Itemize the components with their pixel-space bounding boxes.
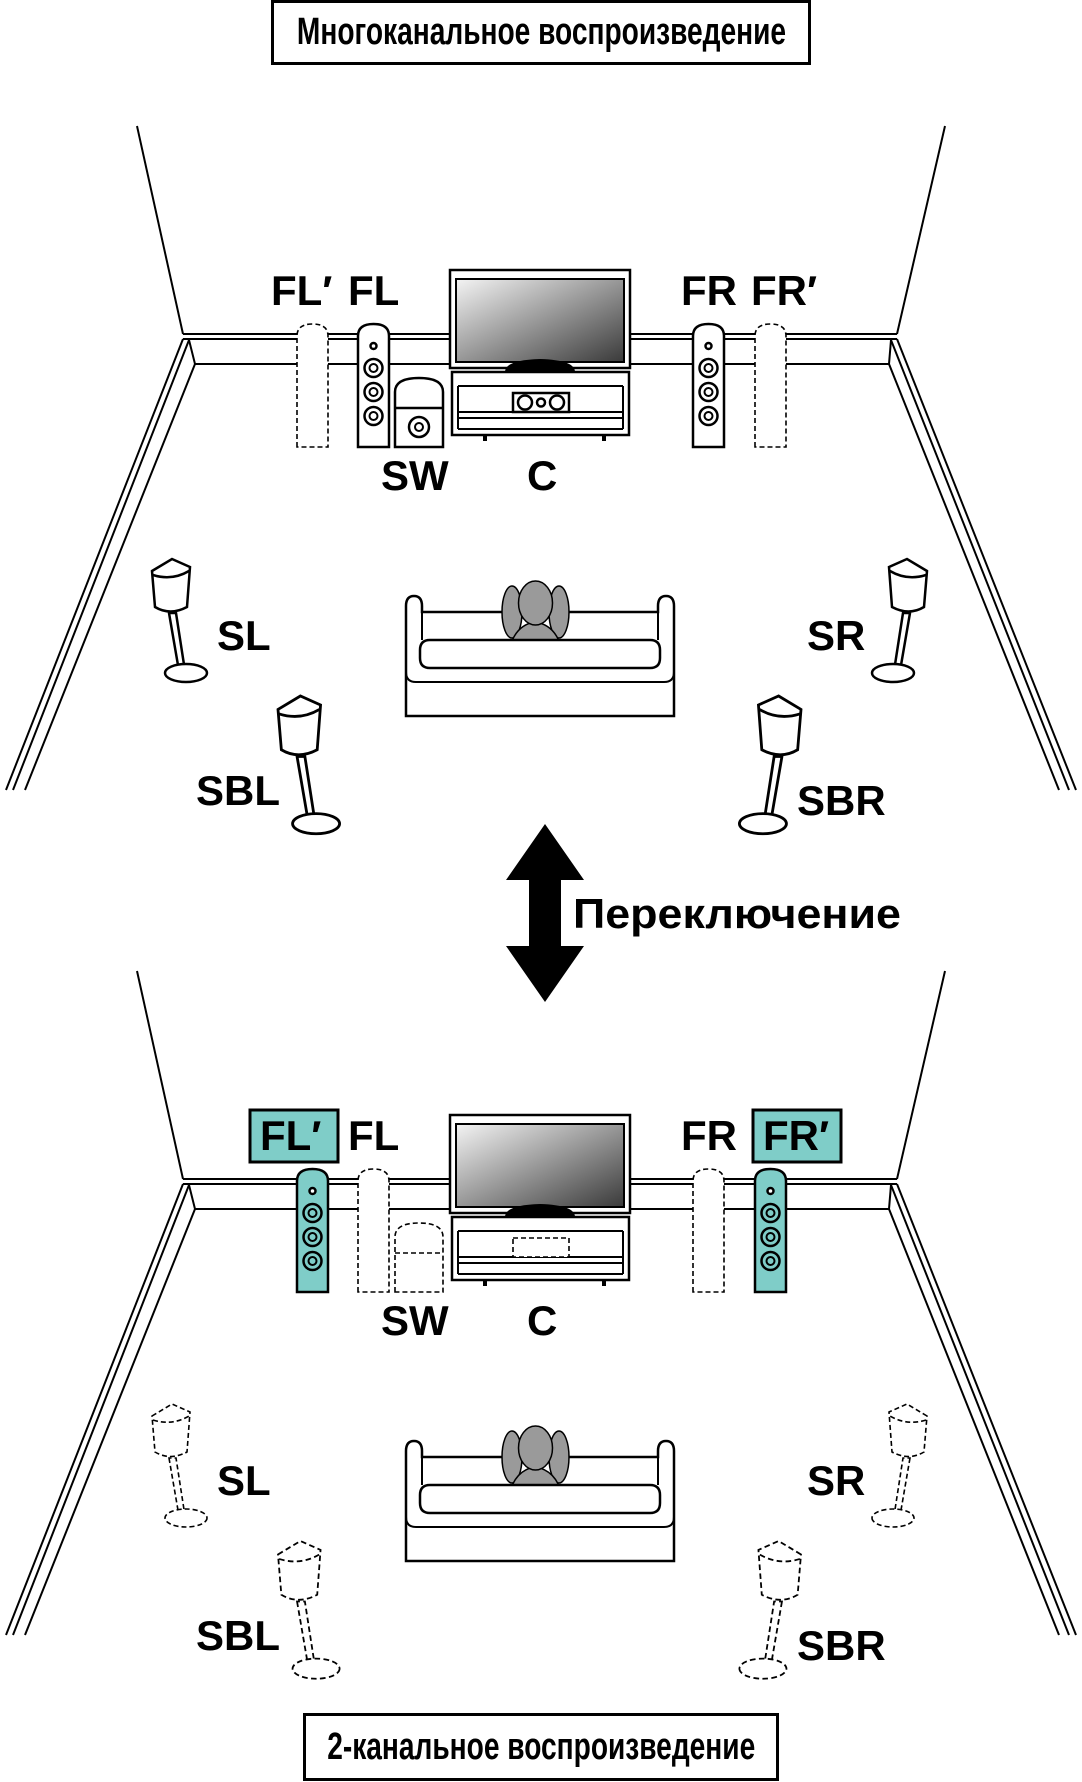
label-FLp: FL′ — [260, 1112, 321, 1159]
speaker-FRp — [753, 1167, 788, 1294]
multichannel-title-box: Многоканальное воспроизведение — [271, 0, 811, 65]
speaker-FR — [691, 322, 726, 449]
label-SBL: SBL — [196, 767, 280, 814]
switch-label: Переключение — [573, 890, 901, 937]
sofa — [404, 580, 676, 718]
label-FLp: FL′ — [271, 267, 332, 314]
room-panel-multichannel: FL′ FL FR FR′ SW C SL SR SBL SBR — [5, 125, 1077, 836]
label-FL: FL — [348, 1112, 399, 1159]
label-C: C — [527, 452, 557, 499]
speaker-SR — [871, 1403, 928, 1528]
label-FRp: FR′ — [763, 1112, 829, 1159]
label-SR: SR — [807, 612, 865, 659]
speaker-FR — [692, 1168, 725, 1293]
sofa — [404, 1425, 676, 1563]
label-SBR: SBR — [797, 1622, 886, 1669]
label-FL: FL — [348, 267, 399, 314]
speaker-C — [511, 391, 571, 414]
label-FR: FR — [681, 267, 737, 314]
listener-person — [501, 1425, 570, 1496]
label-SBR: SBR — [797, 777, 886, 824]
label-SL: SL — [217, 612, 271, 659]
double-arrow-icon — [506, 824, 584, 1002]
highlight-box-FRp — [751, 1108, 843, 1164]
multichannel-title: Многоканальное воспроизведение — [296, 11, 786, 53]
label-SW: SW — [381, 1297, 449, 1344]
highlight-box-FLp — [248, 1108, 340, 1164]
tv — [448, 268, 632, 372]
two-channel-title-box: 2-канальное воспроизведение — [303, 1713, 779, 1781]
label-SR: SR — [807, 1457, 865, 1504]
speaker-SR — [870, 557, 929, 684]
speaker-SBR — [738, 1539, 802, 1680]
label-SL: SL — [217, 1457, 271, 1504]
tv-stand — [450, 1215, 631, 1286]
speaker-SBL — [276, 694, 342, 836]
label-C: C — [527, 1297, 557, 1344]
speaker-SBR — [737, 694, 803, 836]
speaker-FL — [357, 1168, 390, 1293]
two-channel-title: 2-канальное воспроизведение — [326, 1725, 756, 1768]
switch-arrow: Переключение — [506, 824, 901, 1002]
speaker-FRp — [754, 323, 787, 448]
speaker-SBL — [277, 1539, 341, 1680]
label-FRp: FR′ — [751, 267, 817, 314]
room-panel-two-channel: FL′ FL FR FR′ SW C SL SR SBL SBR — [5, 970, 1077, 1680]
speaker-C — [512, 1237, 570, 1258]
label-SBL: SBL — [196, 1612, 280, 1659]
label-FR: FR — [681, 1112, 737, 1159]
speaker-FL — [356, 322, 391, 449]
speaker-FLp — [296, 323, 329, 448]
speaker-SL — [150, 557, 209, 684]
speaker-FLp — [295, 1167, 330, 1294]
speaker-SL — [151, 1403, 208, 1528]
speaker-SW — [393, 376, 445, 449]
speaker-SW — [394, 1222, 444, 1293]
tv — [448, 1113, 632, 1217]
label-SW: SW — [381, 452, 449, 499]
